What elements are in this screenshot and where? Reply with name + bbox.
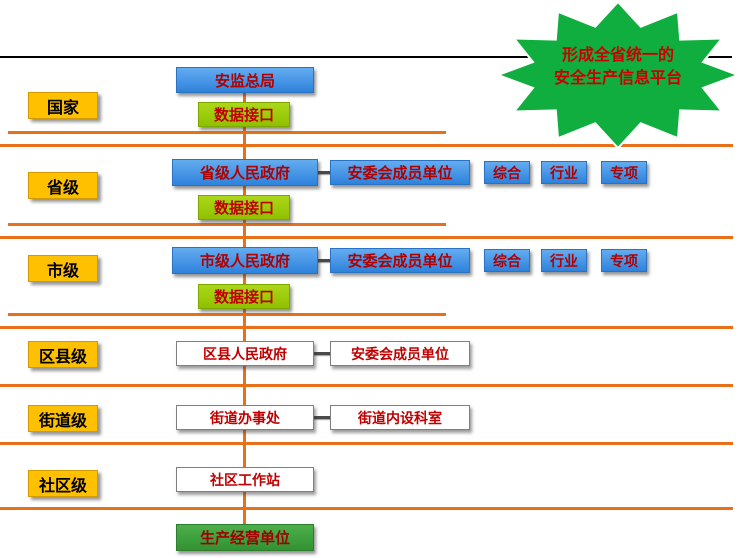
- connector-city-committee: [316, 259, 332, 262]
- level-divider-2-long: [0, 236, 733, 239]
- node-city-government: 市级人民政府: [172, 247, 318, 274]
- level-divider-3-short: [8, 313, 446, 316]
- node-district-government: 区县人民政府: [176, 341, 314, 366]
- node-data-interface-3: 数据接口: [198, 284, 290, 309]
- connector-district-committee: [313, 352, 332, 355]
- banner-line-1: 形成全省统一的: [561, 47, 674, 64]
- node-community-station: 社区工作站: [176, 467, 314, 492]
- top-rule-line: [0, 56, 732, 58]
- level-divider-4: [0, 384, 733, 387]
- level-divider-3-long: [0, 326, 733, 329]
- level-divider-6: [0, 507, 733, 510]
- banner-line-2: 安全生产信息平台: [553, 70, 682, 87]
- node-committee-district: 安委会成员单位: [330, 341, 470, 366]
- level-label-national: 国家: [28, 92, 98, 119]
- level-divider-1-long: [0, 144, 733, 147]
- tag-city-comprehensive: 综合: [484, 249, 530, 272]
- node-safety-administration: 安监总局: [176, 67, 314, 93]
- tag-province-special: 专项: [601, 161, 647, 184]
- node-committee-province: 安委会成员单位: [330, 160, 470, 185]
- starburst-shape: [495, 0, 741, 150]
- tag-province-comprehensive: 综合: [484, 161, 530, 184]
- tag-province-industry: 行业: [541, 161, 587, 184]
- node-data-interface-2: 数据接口: [198, 195, 290, 220]
- level-label-district: 区县级: [28, 341, 98, 368]
- node-production-units: 生产经营单位: [176, 524, 314, 551]
- node-street-office: 街道办事处: [176, 405, 314, 430]
- level-label-street: 街道级: [28, 405, 98, 432]
- connector-street-departments: [313, 416, 332, 419]
- node-street-departments: 街道内设科室: [330, 405, 470, 430]
- node-committee-city: 安委会成员单位: [330, 248, 470, 273]
- node-data-interface-1: 数据接口: [198, 102, 290, 127]
- connector-province-committee: [316, 171, 332, 174]
- level-divider-2-short: [8, 223, 446, 226]
- node-provincial-government: 省级人民政府: [172, 159, 318, 186]
- level-divider-1-short: [8, 131, 446, 134]
- level-label-city: 市级: [28, 255, 98, 282]
- tag-city-special: 专项: [601, 249, 647, 272]
- tag-city-industry: 行业: [541, 249, 587, 272]
- level-divider-5: [0, 442, 733, 445]
- level-label-province: 省级: [28, 172, 98, 199]
- level-label-community: 社区级: [28, 470, 98, 497]
- banner-text: 形成全省统一的 安全生产信息平台: [494, 44, 742, 90]
